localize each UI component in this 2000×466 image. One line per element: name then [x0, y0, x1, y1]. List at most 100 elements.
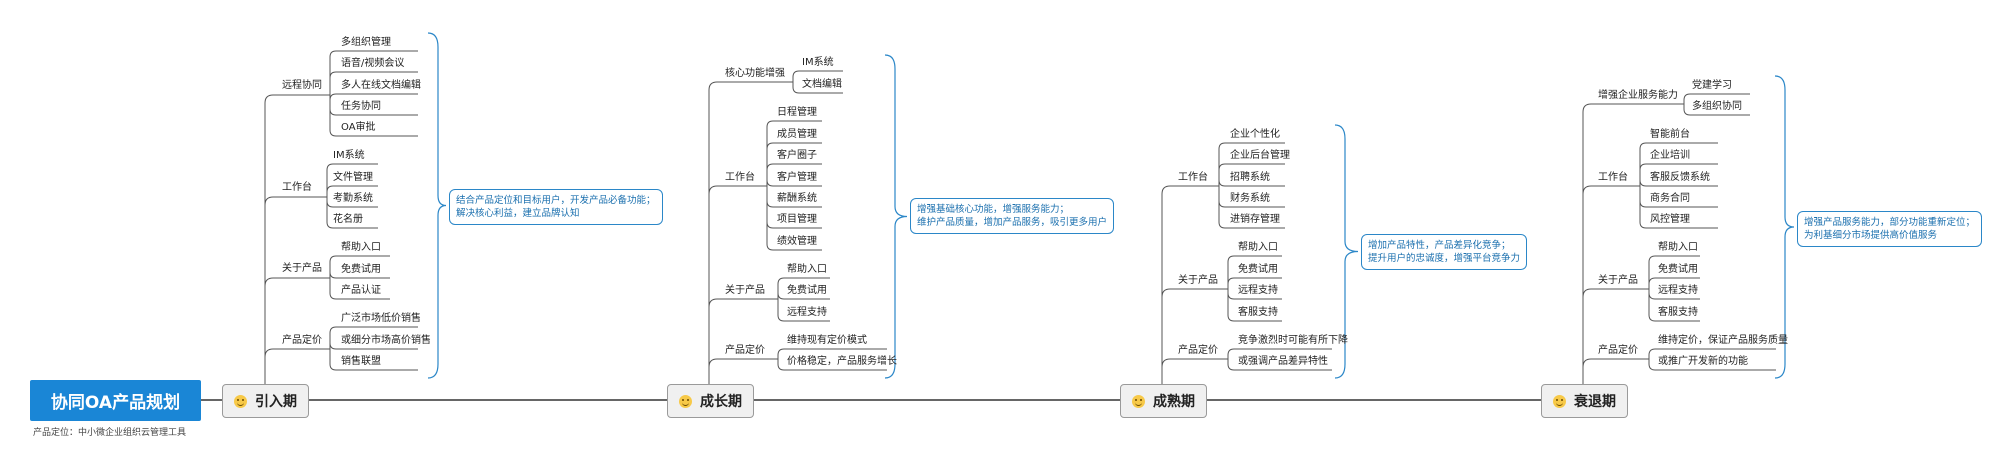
- connector-line: [1648, 255, 1700, 263]
- connector-line: [264, 94, 274, 384]
- connector-line: [708, 185, 723, 195]
- leaf-item[interactable]: 帮助入口: [787, 264, 827, 275]
- leaf-item[interactable]: IM系统: [802, 57, 834, 68]
- leaf-item[interactable]: 客服支持: [1658, 307, 1698, 318]
- leaf-item[interactable]: 企业个性化: [1230, 129, 1280, 140]
- connector-line: [329, 108, 418, 116]
- connector-line: [1218, 221, 1285, 229]
- leaf-item[interactable]: OA审批: [341, 122, 376, 133]
- connector-line: [264, 348, 280, 358]
- leaf-item[interactable]: 免费试用: [1658, 264, 1698, 275]
- connector-line: [1218, 142, 1285, 150]
- group-label[interactable]: 关于产品: [725, 285, 765, 296]
- leaf-item[interactable]: IM系统: [333, 150, 365, 161]
- group-label[interactable]: 工作台: [725, 172, 755, 183]
- group-label[interactable]: 产品定价: [1598, 345, 1638, 356]
- leaf-item[interactable]: 远程支持: [787, 307, 827, 318]
- leaf-item[interactable]: 任务协同: [341, 101, 381, 112]
- stage-node-intro[interactable]: 引入期: [222, 384, 309, 418]
- group-label[interactable]: 核心功能增强: [725, 68, 785, 79]
- connector-line: [1683, 93, 1750, 101]
- leaf-item[interactable]: 产品认证: [341, 285, 381, 296]
- leaf-item[interactable]: 维持现有定价模式: [787, 335, 867, 346]
- group-label[interactable]: 关于产品: [1178, 275, 1218, 286]
- emoji-icon: [679, 394, 692, 408]
- leaf-item[interactable]: 花名册: [333, 214, 363, 225]
- group-label[interactable]: 产品定价: [725, 345, 765, 356]
- group-label[interactable]: 工作台: [1178, 172, 1208, 183]
- group-label[interactable]: 关于产品: [1598, 275, 1638, 286]
- connector-line: [708, 81, 718, 384]
- leaf-item[interactable]: 日程管理: [777, 107, 817, 118]
- leaf-item[interactable]: 销售联盟: [341, 356, 381, 367]
- root-topic[interactable]: 协同OA产品规划: [30, 380, 201, 421]
- group-label[interactable]: 远程协同: [282, 80, 322, 91]
- connector-line: [1639, 142, 1718, 150]
- connector-line: [766, 179, 822, 187]
- group-label[interactable]: 工作台: [282, 182, 312, 193]
- connector-line: [1218, 179, 1285, 187]
- leaf-item[interactable]: 语音/视频会议: [341, 58, 405, 69]
- connector-line: [884, 54, 908, 379]
- leaf-item[interactable]: 薪酬系统: [777, 193, 817, 204]
- leaf-item[interactable]: 商务合同: [1650, 193, 1690, 204]
- connector-line: [1161, 358, 1176, 368]
- leaf-item[interactable]: 智能前台: [1650, 129, 1690, 140]
- leaf-item[interactable]: 企业培训: [1650, 150, 1690, 161]
- leaf-item[interactable]: 帮助入口: [341, 242, 381, 253]
- leaf-item[interactable]: 广泛市场低价销售: [341, 313, 421, 324]
- stage-node-decline[interactable]: 衰退期: [1541, 384, 1628, 418]
- leaf-item[interactable]: 文件管理: [333, 172, 373, 183]
- leaf-item[interactable]: 免费试用: [341, 264, 381, 275]
- leaf-item[interactable]: 党建学习: [1692, 80, 1732, 91]
- leaf-item[interactable]: 文档编辑: [802, 79, 842, 90]
- stage-summary[interactable]: 增加产品特性，产品差异化竞争； 提升用户的忠诚度，增强平台竞争力: [1361, 234, 1528, 270]
- leaf-item[interactable]: 成员管理: [777, 129, 817, 140]
- group-label[interactable]: 产品定价: [1178, 345, 1218, 356]
- leaf-item[interactable]: 远程支持: [1658, 285, 1698, 296]
- leaf-item[interactable]: 维持定价，保证产品服务质量: [1658, 335, 1788, 346]
- leaf-item[interactable]: 考勤系统: [333, 193, 373, 204]
- leaf-item[interactable]: 帮助入口: [1658, 242, 1698, 253]
- leaf-item[interactable]: 远程支持: [1238, 285, 1278, 296]
- leaf-item[interactable]: 多人在线文档编辑: [341, 80, 421, 91]
- group-label[interactable]: 工作台: [1598, 172, 1628, 183]
- leaf-item[interactable]: 或推广开发新的功能: [1658, 356, 1748, 367]
- leaf-item[interactable]: 多组织管理: [341, 37, 391, 48]
- stage-summary[interactable]: 结合产品定位和目标用户，开发产品必备功能； 解决核心利益，建立品牌认知: [449, 189, 663, 225]
- leaf-item[interactable]: 帮助入口: [1238, 242, 1278, 253]
- stage-node-mature[interactable]: 成熟期: [1120, 384, 1207, 418]
- leaf-item[interactable]: 绩效管理: [777, 236, 817, 247]
- leaf-item[interactable]: 免费试用: [1238, 264, 1278, 275]
- group-label[interactable]: 产品定价: [282, 335, 322, 346]
- leaf-item[interactable]: 或细分市场高价销售: [341, 335, 431, 346]
- leaf-item[interactable]: 客户圈子: [777, 150, 817, 161]
- leaf-item[interactable]: 多组织协同: [1692, 101, 1742, 112]
- leaf-item[interactable]: 价格稳定，产品服务增长: [787, 356, 897, 367]
- stage-summary[interactable]: 增强产品服务能力，部分功能重新定位； 为利基细分市场提供高价值服务: [1797, 211, 1983, 247]
- stage-node-growth[interactable]: 成长期: [667, 384, 754, 418]
- leaf-item[interactable]: 项目管理: [777, 214, 817, 225]
- connector-line: [329, 342, 418, 350]
- leaf-item[interactable]: 竞争激烈时可能有所下降: [1238, 335, 1348, 346]
- group-label[interactable]: 关于产品: [282, 263, 322, 274]
- connector-line: [264, 196, 280, 206]
- stage-summary[interactable]: 增强基础核心功能，增强服务能力； 维护产品质量，增加产品服务，吸引更多用户: [910, 198, 1115, 234]
- leaf-item[interactable]: 财务系统: [1230, 193, 1270, 204]
- connector-line: [1218, 200, 1285, 208]
- connector-line: [329, 129, 418, 137]
- leaf-item[interactable]: 客户管理: [777, 172, 817, 183]
- leaf-item[interactable]: 进销存管理: [1230, 214, 1280, 225]
- leaf-item[interactable]: 免费试用: [787, 285, 827, 296]
- leaf-item[interactable]: 招聘系统: [1230, 172, 1270, 183]
- connector-line: [1683, 108, 1750, 116]
- group-label[interactable]: 增强企业服务能力: [1598, 90, 1678, 101]
- leaf-item[interactable]: 客服支持: [1238, 307, 1278, 318]
- leaf-item[interactable]: 风控管理: [1650, 214, 1690, 225]
- leaf-item[interactable]: 客服反馈系统: [1650, 172, 1710, 183]
- connector-line: [792, 86, 843, 94]
- leaf-item[interactable]: 或强调产品差异特性: [1238, 356, 1328, 367]
- leaf-item[interactable]: 企业后台管理: [1230, 150, 1290, 161]
- connector-line: [1639, 221, 1718, 229]
